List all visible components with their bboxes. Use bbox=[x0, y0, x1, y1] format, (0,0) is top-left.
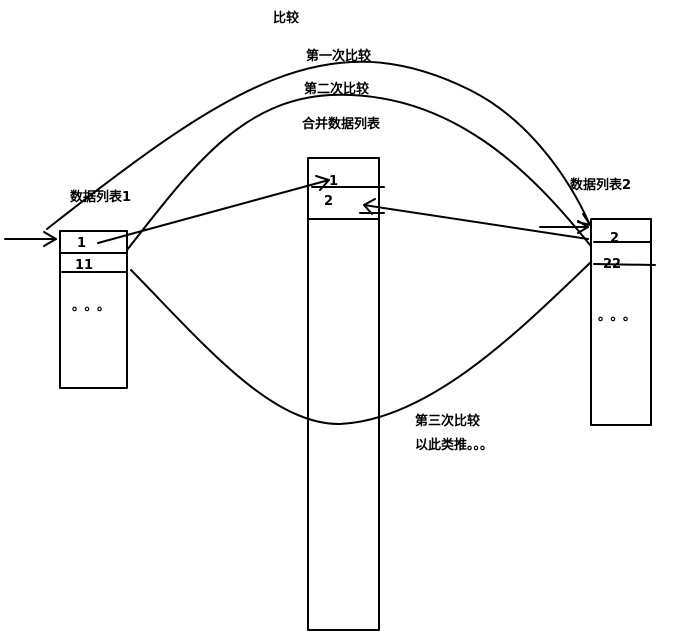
move-arrowhead bbox=[363, 198, 376, 215]
list2-ellipsis: 。。。 bbox=[598, 309, 643, 324]
merged-cell: 2 bbox=[324, 194, 334, 209]
list1-cell: 11 bbox=[75, 258, 94, 273]
list1-box bbox=[59, 230, 128, 389]
list2-box bbox=[590, 218, 652, 426]
first-compare-arc bbox=[46, 60, 591, 230]
first-compare-label: 第一次比较 bbox=[306, 49, 372, 64]
move-arrow-line bbox=[97, 179, 330, 244]
list2-pointer-head bbox=[577, 220, 589, 234]
third-compare-label: 第三次比较 bbox=[415, 414, 481, 429]
merged-list-label: 合并数据列表 bbox=[302, 117, 381, 132]
move-arrow-line bbox=[363, 204, 589, 240]
diagram-title: 比较 bbox=[273, 11, 300, 26]
merged-list-box bbox=[307, 157, 380, 631]
list1-label: 数据列表1 bbox=[70, 190, 132, 205]
list1-ellipsis: 。。。 bbox=[72, 299, 117, 314]
list1-cell: 1 bbox=[77, 236, 87, 251]
second-compare-label: 第二次比较 bbox=[304, 82, 370, 97]
merged-cell: 1 bbox=[329, 174, 339, 189]
move-arrowhead bbox=[315, 175, 330, 191]
and-so-on-label: 以此类推。。。 bbox=[415, 438, 494, 453]
entry-arrowhead bbox=[43, 231, 57, 247]
list2-row-divider bbox=[593, 263, 656, 266]
second-compare-arc bbox=[126, 93, 591, 251]
third-compare-arc bbox=[130, 261, 592, 426]
list2-label: 数据列表2 bbox=[570, 178, 632, 193]
list2-cell: 22 bbox=[603, 257, 622, 272]
list2-cell: 2 bbox=[610, 231, 620, 246]
